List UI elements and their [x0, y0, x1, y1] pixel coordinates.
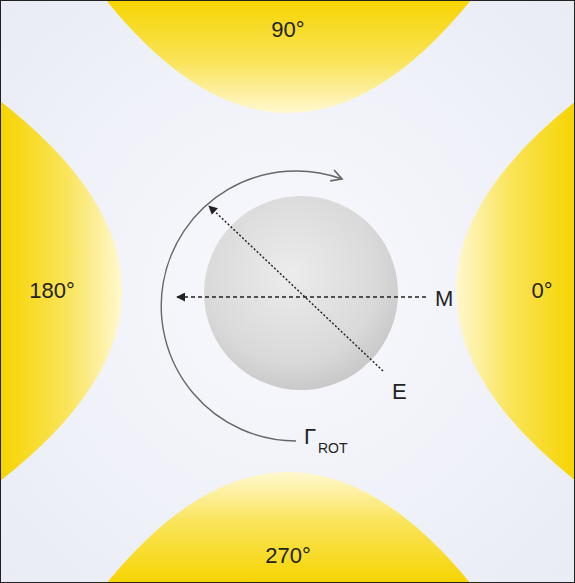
- torque-symbol: Γ: [304, 426, 316, 448]
- e-arrow: [209, 206, 383, 371]
- electrode: 180°: [0, 101, 122, 481]
- electrode-shape: [106, 0, 471, 113]
- electrode-outline: [106, 472, 471, 583]
- electrode: 90°: [106, 0, 471, 113]
- electrode-outline: [456, 101, 575, 481]
- angle-label: 180°: [29, 280, 75, 302]
- electrode-shape: [456, 101, 575, 481]
- electrode: 270°: [106, 472, 471, 583]
- vector-label: E: [392, 381, 407, 403]
- angle-label: 270°: [265, 545, 311, 567]
- m-arrow: [177, 296, 426, 297]
- electrode-outline: [106, 0, 471, 113]
- electrode: 0°: [456, 101, 575, 481]
- vector-label: M: [435, 288, 453, 310]
- electrode-outline: [0, 101, 122, 481]
- torque-subscript: ROT: [318, 441, 348, 455]
- sphere: [204, 196, 398, 390]
- rotation-arrow: [161, 171, 342, 441]
- angle-label: 0°: [531, 280, 552, 302]
- angle-label: 90°: [271, 19, 304, 41]
